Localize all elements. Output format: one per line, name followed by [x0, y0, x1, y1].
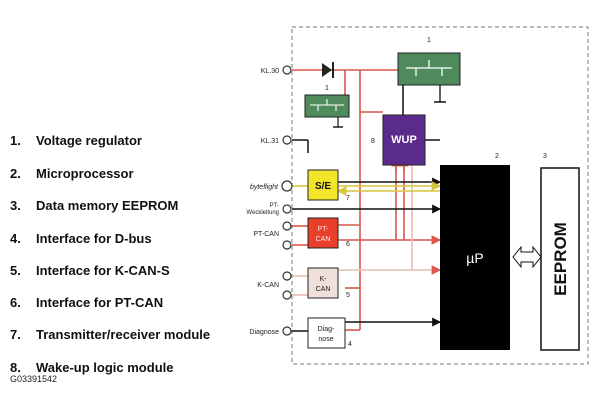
diagnose-block-label-2: nose	[318, 336, 333, 343]
pin-label-pt-can: PT-CAN	[253, 231, 279, 238]
double-arrow-icon	[512, 245, 542, 269]
callout-5: 5	[346, 292, 350, 299]
legend-item: 8.Wake-up logic module	[10, 360, 174, 375]
microprocessor-label: µP	[466, 250, 483, 266]
small-regulator	[304, 94, 350, 128]
pin-label-pt-wakeup: PT-Weckleitung	[246, 203, 279, 216]
pt-can-block-label-2: CAN	[316, 236, 331, 243]
callout-1: 1	[427, 37, 431, 44]
callout-1-small: 1	[325, 85, 329, 92]
pin-label-diagnose: Diagnose	[249, 329, 279, 336]
legend-item: 6.Interface for PT-CAN	[10, 295, 164, 310]
k-can-block	[307, 267, 339, 299]
legend-item: 5.Interface for K-CAN-S	[10, 263, 170, 278]
pt-can-block-label-1: PT-	[318, 226, 330, 233]
diagnose-block-label-1: Diag-	[318, 326, 335, 333]
k-can-block-label-2: CAN	[316, 286, 331, 293]
voltage-regulator	[397, 52, 461, 103]
figure-code: G03391542	[10, 374, 58, 384]
microprocessor-block	[440, 165, 510, 350]
wup-label: WUP	[391, 134, 417, 146]
data-lines	[292, 85, 442, 332]
callouts: 1 1 2 3 4 5 6 7 8	[325, 37, 547, 348]
supply-lines	[292, 69, 442, 331]
wup-block	[382, 114, 426, 166]
callout-6: 6	[346, 241, 350, 248]
legend-item: 3.Data memory EEPROM	[10, 198, 179, 213]
callout-3: 3	[543, 153, 547, 160]
pt-can-block	[307, 217, 339, 249]
pin-label-kl31: KL.31	[261, 138, 279, 145]
legend-item: 2.Microprocessor	[10, 166, 134, 181]
se-label: S/E	[315, 181, 331, 192]
byteflight-lines	[292, 181, 442, 196]
k-can-block-label-1: K-	[320, 276, 328, 283]
diagnose-block	[307, 317, 346, 349]
callout-4: 4	[348, 341, 352, 348]
module-outline	[291, 26, 589, 365]
callout-7: 7	[346, 195, 350, 202]
eeprom-block	[540, 167, 580, 351]
pin-terminals	[281, 65, 293, 336]
legend-item: 1.Voltage regulator	[10, 133, 142, 148]
pin-label-byteflight: byteflight	[250, 184, 279, 191]
callout-8: 8	[371, 138, 375, 145]
eeprom-label: EEPROM	[551, 222, 570, 296]
legend-item: 4.Interface for D-bus	[10, 231, 152, 246]
se-block	[307, 169, 339, 201]
legend-item: 7.Transmitter/receiver module	[10, 327, 211, 342]
pin-label-k-can: K-CAN	[257, 282, 279, 289]
callout-2: 2	[495, 153, 499, 160]
pin-label-kl30: KL.30	[261, 68, 279, 75]
diode-icon	[322, 62, 334, 78]
